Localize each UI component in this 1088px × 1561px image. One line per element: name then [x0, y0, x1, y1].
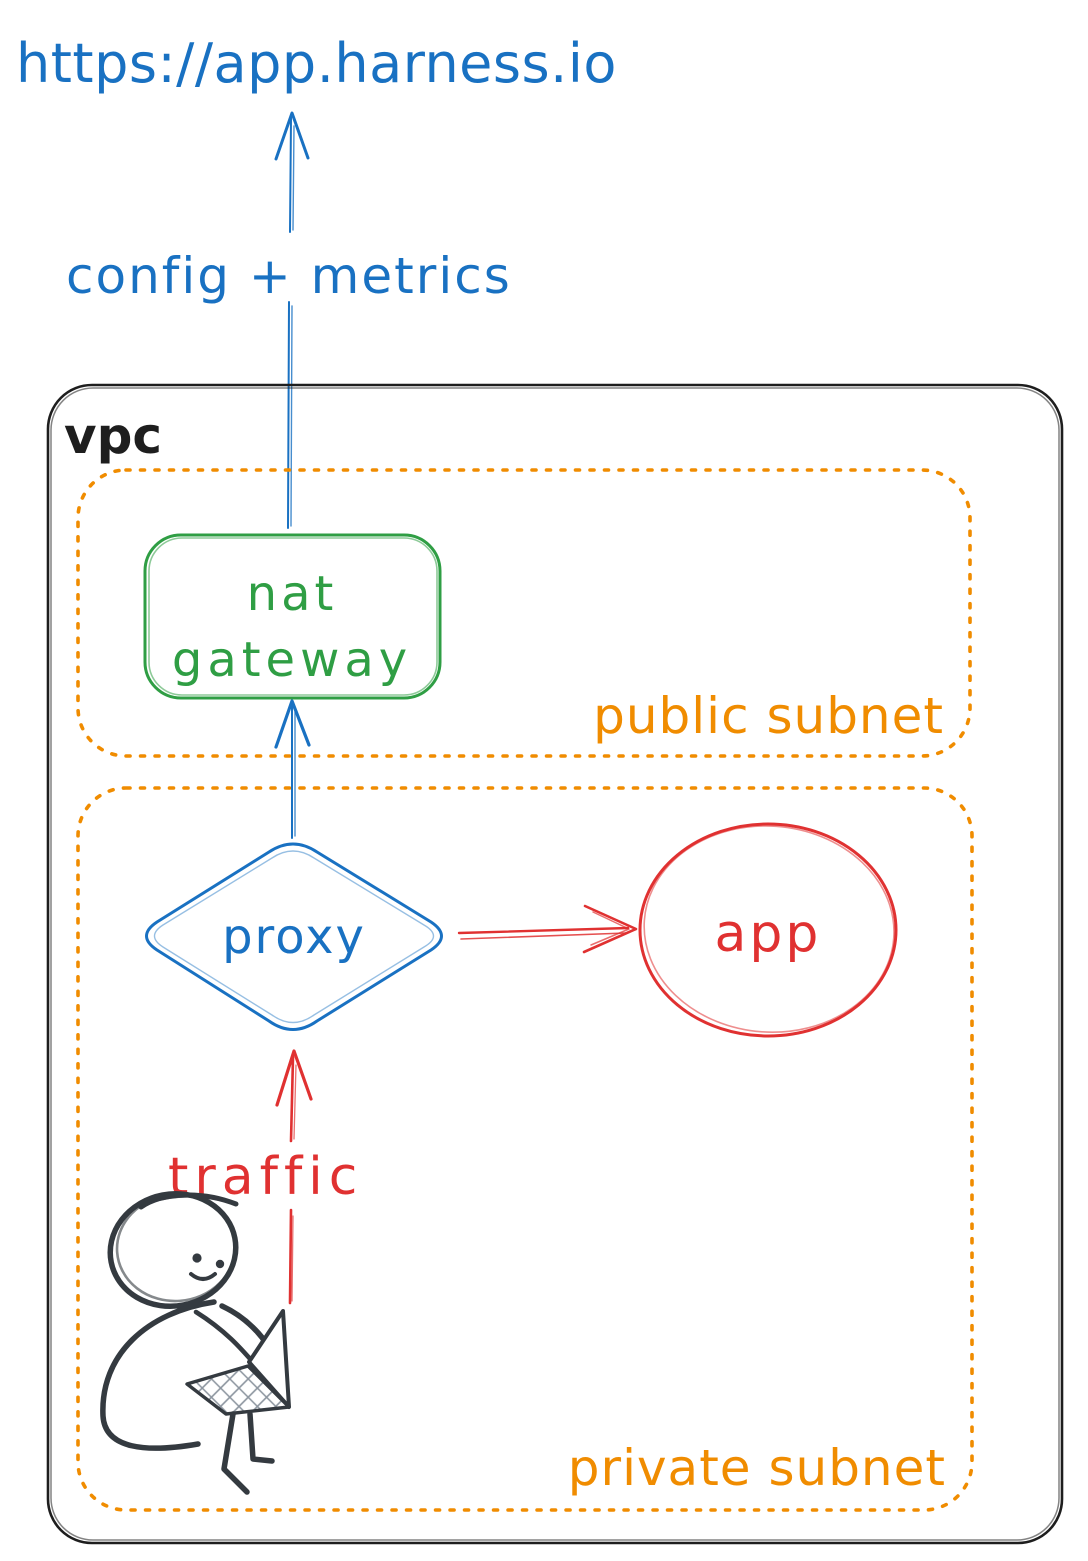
nat-gateway-node	[143, 533, 442, 700]
private-subnet-label: private subnet	[568, 1439, 946, 1497]
external-url-label: https://app.harness.io	[16, 32, 617, 95]
proxy-node	[145, 842, 443, 1031]
arrowhead-right-icon	[582, 904, 638, 954]
public-subnet-container	[76, 468, 972, 758]
edge-label-config-metrics: config + metrics	[66, 247, 512, 305]
laptop-screen	[247, 1309, 291, 1409]
edge-proxy-to-natgateway	[274, 699, 311, 839]
laptop-keyboard	[185, 1364, 291, 1416]
edge-natgateway-to-url	[274, 111, 310, 529]
vpc-container	[46, 383, 1064, 1545]
edge-proxy-to-app	[457, 904, 638, 954]
vpc-label: vpc	[64, 407, 162, 465]
nat-gateway-label-line2: gateway	[172, 632, 412, 688]
edge-user-to-proxy	[275, 1049, 313, 1305]
arrowhead-up-icon	[274, 111, 310, 161]
app-label: app	[715, 904, 822, 964]
eye-dot	[192, 1253, 202, 1263]
public-subnet-label: public subnet	[593, 687, 944, 745]
arrowhead-up-icon	[274, 699, 311, 749]
eye-dot	[215, 1259, 225, 1269]
arrowhead-up-icon	[275, 1049, 313, 1107]
nat-gateway-label-line1: nat	[247, 566, 338, 622]
user-person-figure	[100, 1190, 291, 1495]
proxy-label: proxy	[222, 909, 366, 965]
app-node	[638, 822, 898, 1038]
private-subnet-container	[76, 786, 974, 1512]
